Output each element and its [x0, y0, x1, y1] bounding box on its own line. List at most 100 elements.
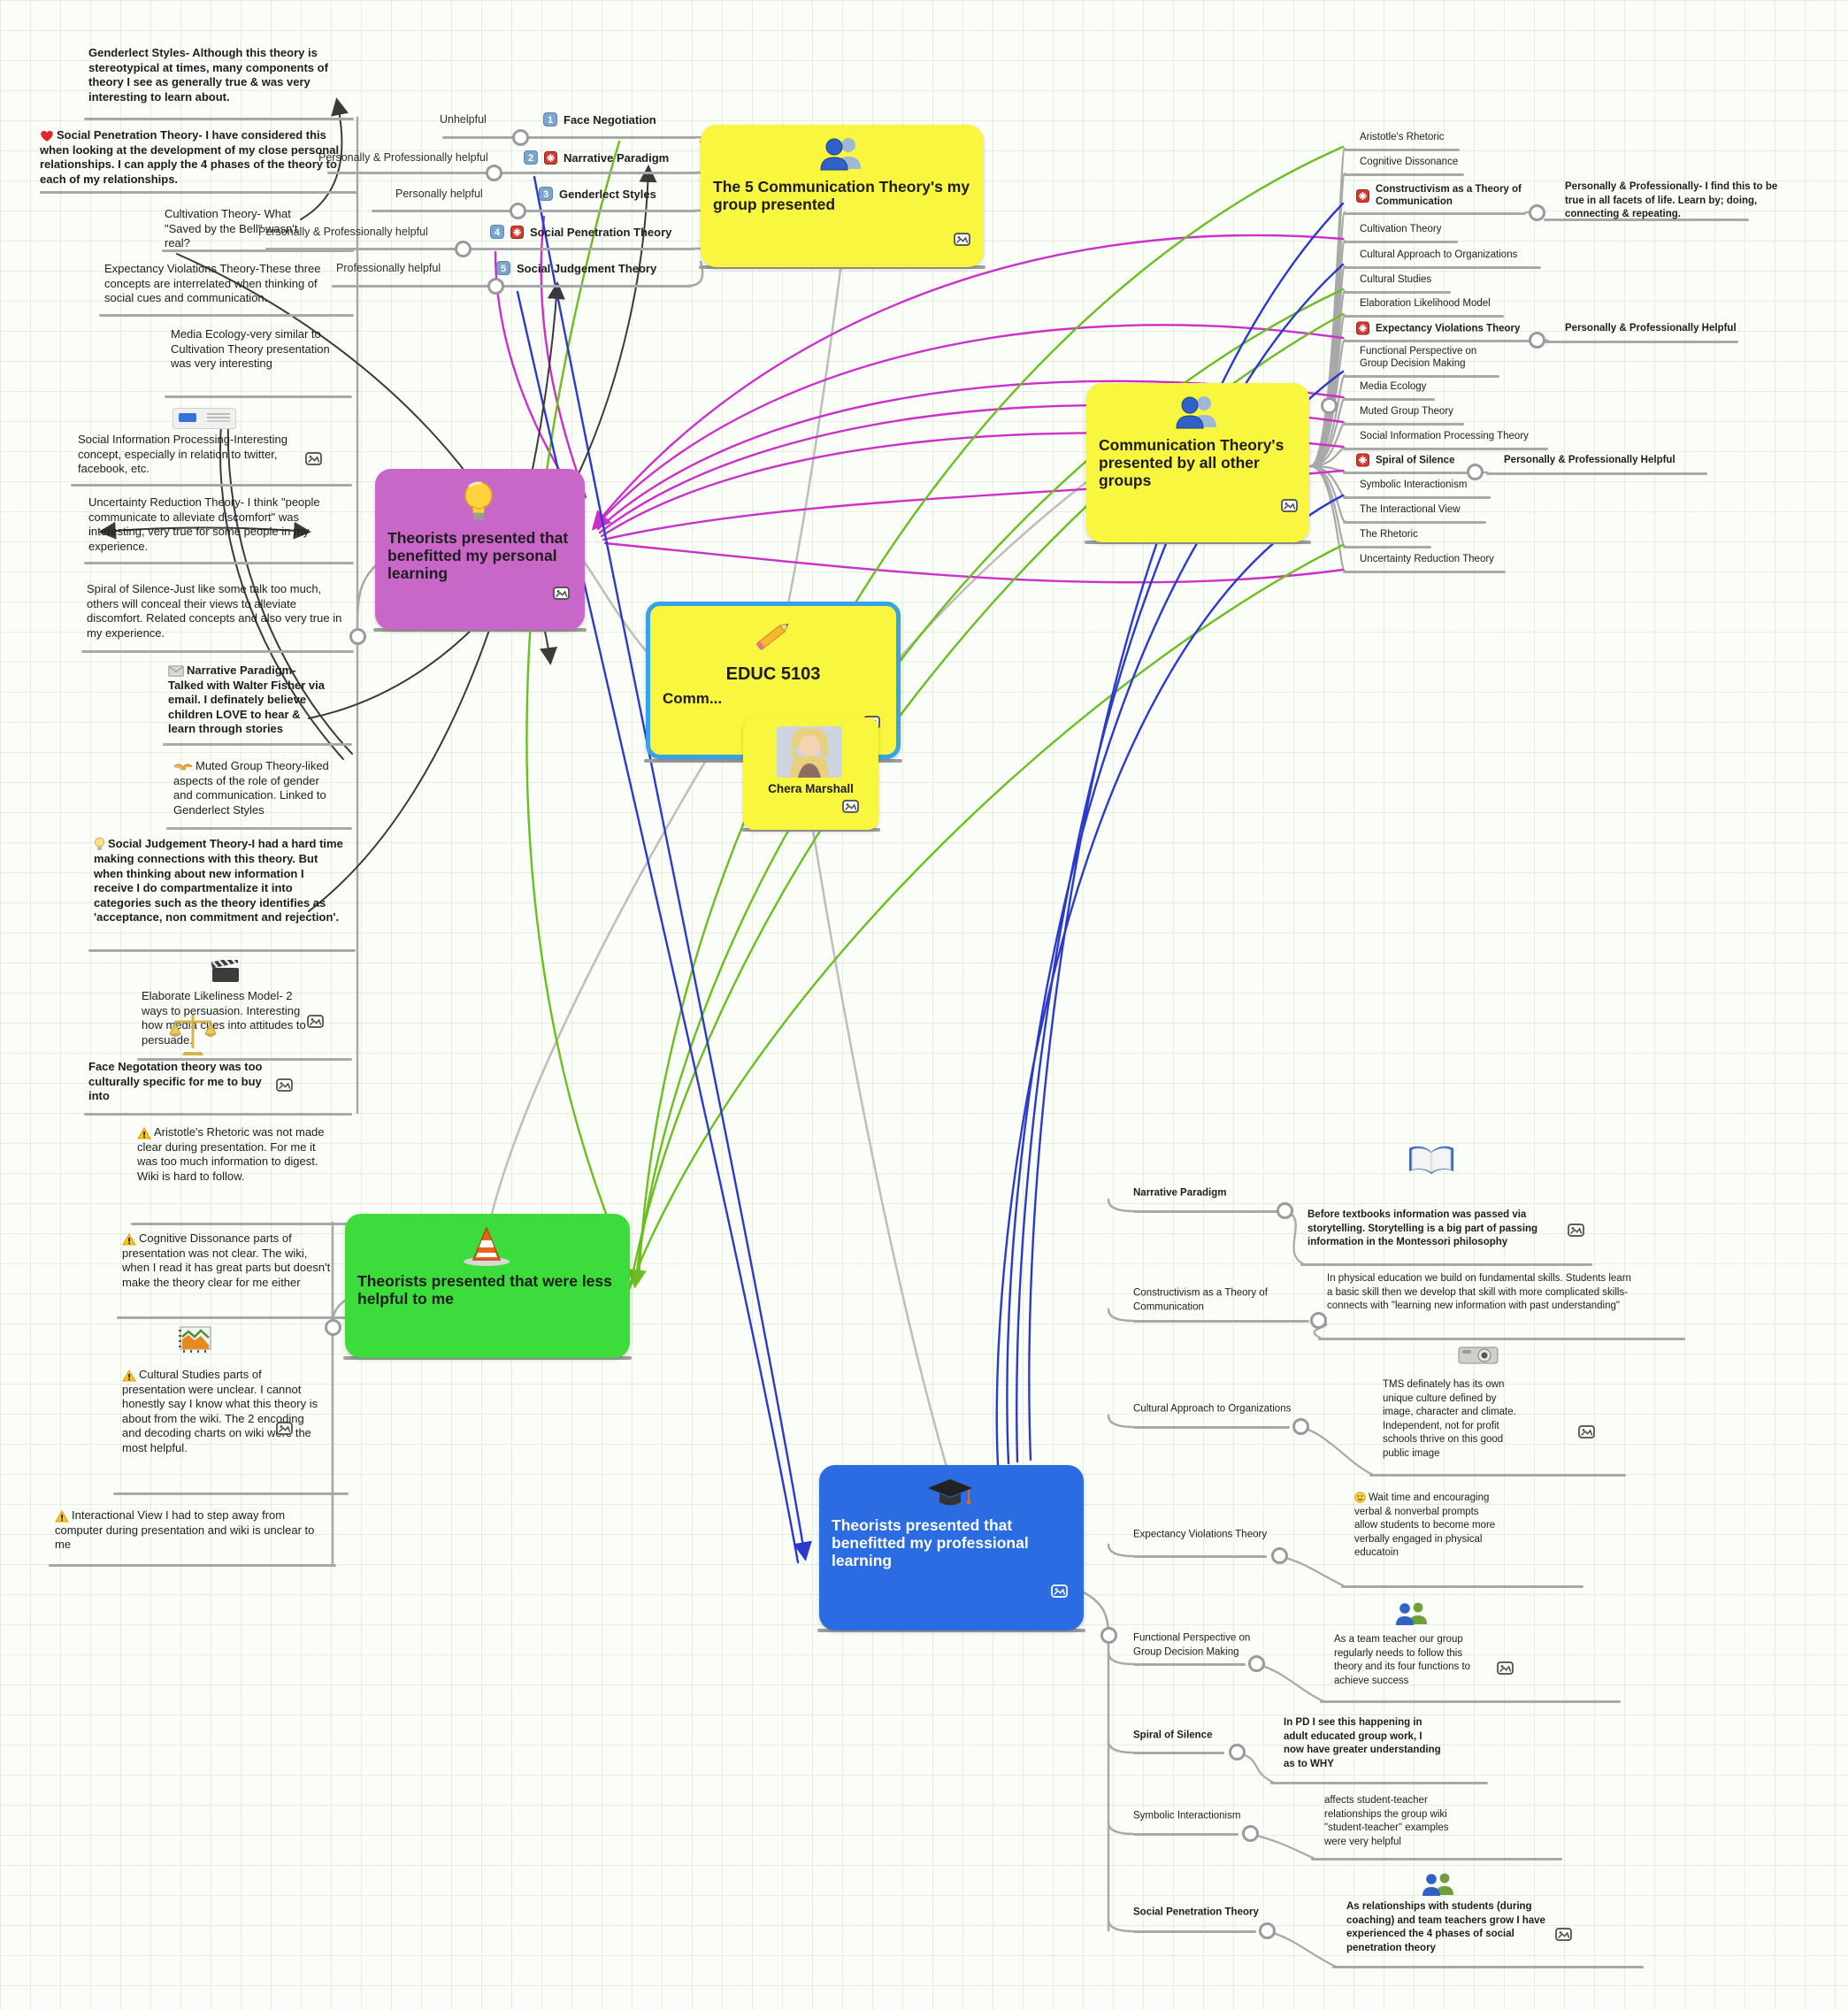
- other-group-theory-item[interactable]: Media Ecology: [1360, 380, 1426, 393]
- other-group-theory-item[interactable]: Elaboration Likelihood Model: [1360, 297, 1491, 310]
- other-group-theory-item[interactable]: Uncertainty Reduction Theory: [1360, 553, 1494, 565]
- image-attachment-icon[interactable]: [1051, 1584, 1068, 1598]
- other-group-theory-item[interactable]: The Rhetoric: [1360, 528, 1418, 541]
- branch-junction[interactable]: [1247, 1654, 1265, 1672]
- note-text: Cultural Studies: [1360, 274, 1432, 285]
- other-group-theory-item[interactable]: Spiral of Silence: [1356, 453, 1454, 467]
- other-group-theory-item[interactable]: Symbolic Interactionism: [1360, 479, 1467, 491]
- branch-junction[interactable]: [1270, 1546, 1288, 1564]
- professional-note[interactable]: Wait time and encouraging verbal & nonve…: [1354, 1492, 1500, 1561]
- branch-line: [1369, 1474, 1626, 1477]
- branch-junction[interactable]: [454, 240, 472, 257]
- branch-junction[interactable]: [349, 627, 366, 645]
- image-attachment-icon[interactable]: [276, 1078, 293, 1092]
- personal-note[interactable]: Muted Group Theory-liked aspects of the …: [173, 759, 337, 817]
- personal-note[interactable]: Cultivation Theory- What "Saved by the B…: [165, 207, 319, 251]
- other-group-theory-item[interactable]: Muted Group Theory: [1360, 405, 1453, 418]
- image-attachment-icon[interactable]: [954, 232, 970, 246]
- professional-note[interactable]: As relationships with students (during c…: [1346, 1900, 1563, 1955]
- personal-note[interactable]: Social Judgement Theory-I had a hard tim…: [94, 837, 346, 925]
- image-attachment-icon[interactable]: [1578, 1424, 1595, 1438]
- personal-note[interactable]: Social Penetration Theory- I have consid…: [40, 128, 349, 187]
- branch-junction[interactable]: [1241, 1824, 1259, 1842]
- other-group-theory-item[interactable]: Expectancy Violations Theory: [1356, 321, 1520, 335]
- attachment-thumbnail[interactable]: [173, 408, 236, 429]
- branch-junction[interactable]: [324, 1318, 341, 1336]
- professional-theory-label[interactable]: Cultural Approach to Organizations: [1133, 1402, 1337, 1416]
- branch-junction[interactable]: [1100, 1626, 1117, 1644]
- professional-note[interactable]: In physical education we build on fundam…: [1327, 1272, 1632, 1314]
- branch-junction[interactable]: [1292, 1417, 1309, 1435]
- note-text: Expectancy Violations Theory-These three…: [104, 262, 321, 304]
- professional-theory-label[interactable]: Spiral of Silence: [1133, 1729, 1261, 1743]
- branch-junction[interactable]: [509, 202, 526, 219]
- topic-my-group-node[interactable]: The 5 Communication Theory's my group pr…: [701, 125, 984, 267]
- other-group-theory-item[interactable]: Functional Perspective on Group Decision…: [1360, 345, 1476, 370]
- branch-junction[interactable]: [1320, 396, 1338, 414]
- branch-junction[interactable]: [1258, 1922, 1276, 1939]
- image-attachment-icon[interactable]: [1497, 1661, 1514, 1675]
- other-group-theory-item[interactable]: Cultural Studies: [1360, 273, 1431, 286]
- pencil-icon: [748, 618, 796, 656]
- personal-note[interactable]: Media Ecology-very similar to Cultivatio…: [171, 327, 334, 372]
- other-group-theory-item[interactable]: The Interactional View: [1360, 503, 1461, 516]
- professional-theory-label[interactable]: Constructivism as a Theory of Communicat…: [1133, 1287, 1288, 1315]
- personal-note[interactable]: Uncertainty Reduction Theory- I think "p…: [88, 495, 336, 554]
- branch-junction[interactable]: [1276, 1201, 1293, 1219]
- branch-line: [372, 210, 697, 212]
- professional-theory-label[interactable]: Expectancy Violations Theory: [1133, 1528, 1306, 1542]
- other-group-theory-item[interactable]: Cultivation Theory: [1360, 223, 1441, 235]
- less-helpful-note[interactable]: Cognitive Dissonance parts of presentati…: [122, 1231, 334, 1290]
- image-attachment-icon[interactable]: [1568, 1223, 1584, 1237]
- image-attachment-icon[interactable]: [1281, 498, 1298, 512]
- image-attachment-icon[interactable]: [553, 586, 570, 600]
- branch-junction[interactable]: [485, 164, 502, 181]
- other-group-theory-item[interactable]: Aristotle's Rhetoric: [1360, 131, 1445, 143]
- topic-other-groups-node[interactable]: Communication Theory's presented by all …: [1086, 383, 1309, 542]
- topic-professional-node[interactable]: Theorists presented that benefitted my p…: [819, 1465, 1084, 1630]
- branch-junction[interactable]: [1528, 331, 1545, 349]
- professional-note[interactable]: Before textbooks information was passed …: [1307, 1208, 1564, 1250]
- topic-personal-node[interactable]: Theorists presented that benefitted my p…: [375, 469, 585, 630]
- branch-line: [84, 562, 354, 564]
- other-group-theory-item[interactable]: Cultural Approach to Organizations: [1360, 249, 1517, 261]
- branch-junction[interactable]: [1309, 1311, 1327, 1329]
- professional-theory-label[interactable]: Functional Perspective on Group Decision…: [1133, 1632, 1275, 1660]
- other-group-theory-item[interactable]: Cognitive Dissonance: [1360, 156, 1458, 168]
- professional-theory-label[interactable]: Symbolic Interactionism: [1133, 1809, 1279, 1823]
- less-helpful-note[interactable]: Interactional View I had to step away fr…: [55, 1508, 316, 1553]
- image-attachment-icon[interactable]: [842, 799, 859, 813]
- professional-note[interactable]: As a team teacher our group regularly ne…: [1334, 1633, 1480, 1688]
- personal-note[interactable]: Expectancy Violations Theory-These three…: [104, 262, 339, 306]
- branch-junction[interactable]: [487, 277, 504, 295]
- less-helpful-note[interactable]: Cultural Studies parts of presentation w…: [122, 1368, 321, 1455]
- branch-junction[interactable]: [1528, 203, 1545, 221]
- personal-note[interactable]: Genderlect Styles- Although this theory …: [88, 46, 341, 104]
- image-attachment-icon[interactable]: [305, 451, 322, 465]
- other-group-theory-item[interactable]: Social Information Processing Theory: [1360, 430, 1529, 442]
- branch-junction[interactable]: [1228, 1743, 1246, 1761]
- other-group-theory-item[interactable]: Constructivism as a Theory of Communicat…: [1356, 183, 1522, 208]
- branch-junction[interactable]: [1466, 463, 1484, 480]
- professional-note[interactable]: affects student-teacher relationships th…: [1324, 1794, 1470, 1849]
- scales-icon: [168, 1011, 218, 1057]
- less-helpful-note[interactable]: Aristotle's Rhetoric was not made clear …: [137, 1125, 336, 1184]
- branch-junction[interactable]: [511, 128, 529, 146]
- image-attachment-icon[interactable]: [276, 1421, 293, 1435]
- professional-note[interactable]: TMS definately has its own unique cultur…: [1383, 1378, 1520, 1461]
- personal-note[interactable]: Social Information Processing-Interestin…: [78, 433, 308, 477]
- professional-note[interactable]: In PD I see this happening in adult educ…: [1284, 1716, 1443, 1771]
- topic-less-helpful-node[interactable]: Theorists presented that were less helpf…: [345, 1214, 630, 1358]
- personal-note[interactable]: Face Negotation theory was too culturall…: [88, 1060, 270, 1104]
- personal-note[interactable]: Narrative Paradigm-Talked with Walter Fi…: [168, 664, 327, 737]
- professional-theory-label[interactable]: Narrative Paradigm: [1133, 1186, 1310, 1201]
- image-attachment-icon[interactable]: [307, 1014, 324, 1028]
- professional-theory-label[interactable]: Social Penetration Theory: [1133, 1906, 1297, 1920]
- image-attachment-icon[interactable]: [1555, 1927, 1572, 1941]
- personal-note[interactable]: Spiral of Silence-Just like some talk to…: [87, 582, 343, 641]
